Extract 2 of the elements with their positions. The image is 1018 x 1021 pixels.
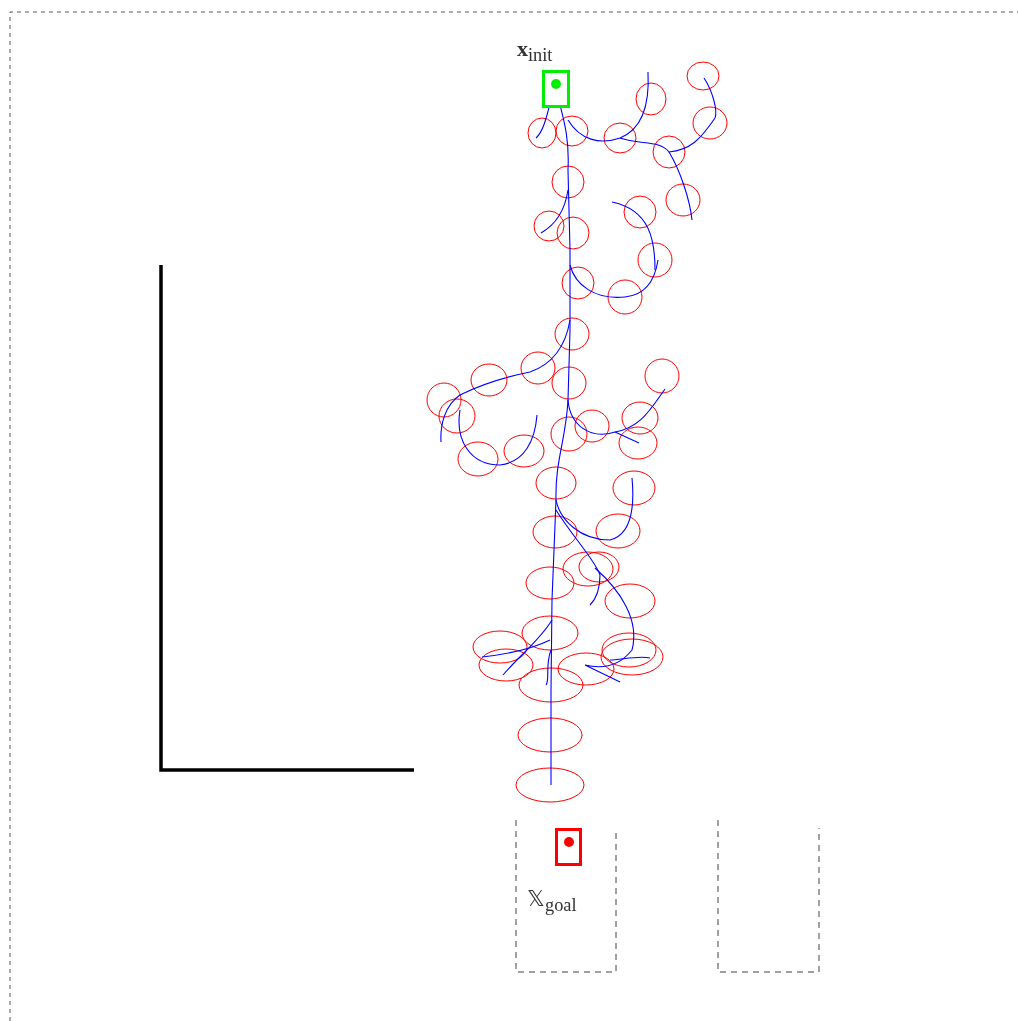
goal-region-label: 𝕏$_{goal}$: [527, 888, 577, 915]
start-label: x$_{init}$: [517, 38, 553, 65]
